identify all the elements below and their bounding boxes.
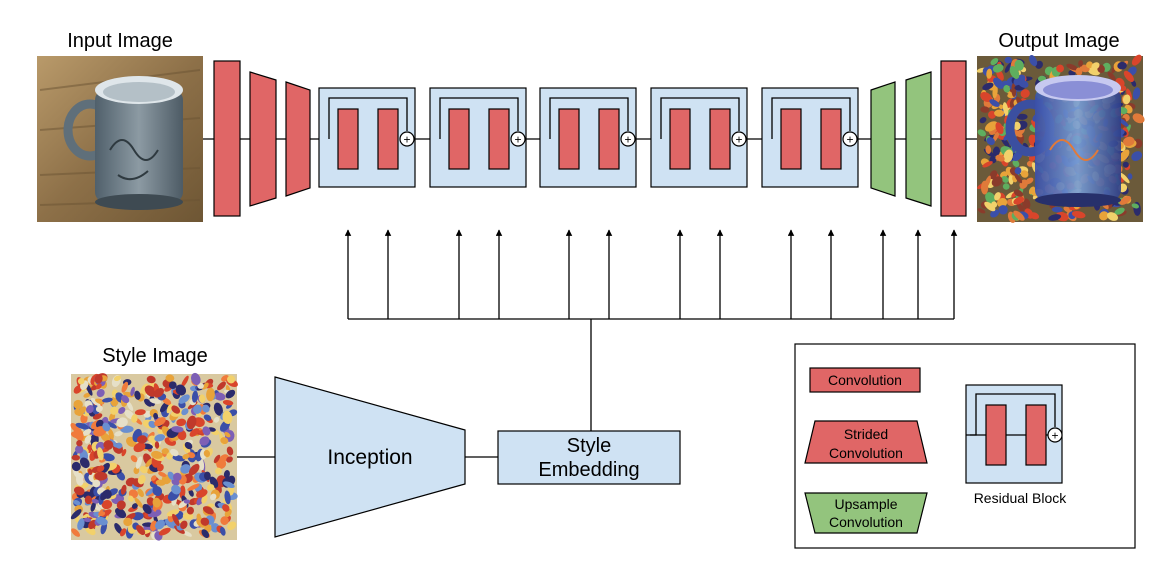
style-embedding-label-line2: Embedding [538, 459, 639, 481]
plus-symbol: + [514, 133, 521, 147]
plus-symbol: + [735, 133, 742, 147]
legend-convolution-swatch [809, 367, 921, 393]
legend-strided-label-line1: Strided [844, 426, 888, 442]
conv-layer-1 [213, 60, 241, 217]
style-embedding-box [497, 430, 681, 485]
plus-symbol: + [1051, 429, 1058, 443]
legend-strided-label-line2: Convolution [829, 445, 903, 461]
output-image [976, 54, 1145, 223]
plus-symbol: + [624, 133, 631, 147]
legend-upsample-label-line1: Upsample [834, 496, 897, 512]
input-image [37, 56, 203, 222]
strided-conv-layer-2 [285, 81, 311, 197]
plus-symbol: + [846, 133, 853, 147]
output-image-title: Output Image [998, 30, 1119, 52]
inception-network [274, 376, 466, 538]
upsample-conv-layer-2 [905, 71, 932, 207]
legend-upsample-label-line2: Convolution [829, 514, 903, 530]
legend-upsample-swatch [804, 492, 928, 534]
conditioning-bus [344, 229, 958, 431]
conv-layer-final [940, 60, 967, 217]
input-image-title: Input Image [67, 30, 173, 52]
upsample-conv-layer-1 [870, 81, 896, 197]
legend-strided-swatch [804, 420, 928, 464]
inception-label: Inception [327, 446, 412, 469]
legend-residual-block-swatch: + [965, 384, 1063, 484]
legend-convolution-label: Convolution [828, 372, 902, 388]
residual-block-2: + [429, 87, 527, 188]
style-embedding-label-line1: Style [567, 435, 611, 457]
legend-residual-block-label: Residual Block [974, 490, 1068, 506]
plus-symbol: + [403, 133, 410, 147]
residual-block-1: + [318, 87, 416, 188]
legend: Convolution Strided Convolution Upsample… [794, 343, 1136, 549]
strided-conv-layer-1 [249, 71, 277, 207]
residual-block-4: + [650, 87, 748, 188]
style-image [70, 372, 238, 541]
residual-block-3: + [539, 87, 637, 188]
residual-block-5: + [761, 87, 859, 188]
style-image-title: Style Image [102, 345, 208, 367]
